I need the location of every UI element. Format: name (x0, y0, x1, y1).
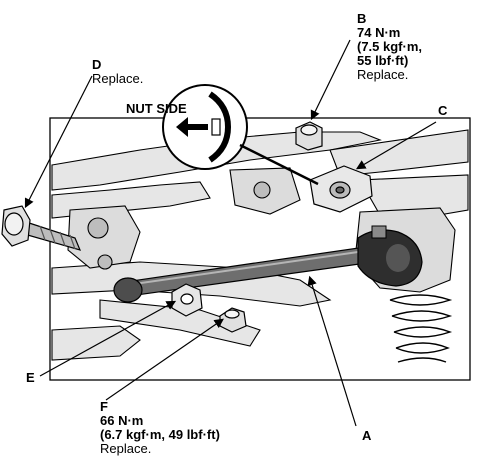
coil-spring (389, 294, 453, 363)
callout-c-letter: C (438, 103, 448, 118)
nut-side-inset (162, 84, 319, 186)
callout-b-torque-kgf: (7.5 kgf·m, (357, 39, 423, 54)
leader-a (307, 275, 357, 427)
callout-d-letter: D (92, 57, 102, 72)
callout-f-letter: F (100, 399, 108, 414)
callout-b: B 74 N·m (7.5 kgf·m, 55 lbf·ft) Replace. (357, 12, 422, 82)
leader-lines (24, 39, 437, 427)
leader-e (39, 300, 177, 377)
callout-b-letter: B (357, 11, 367, 26)
callout-a-letter: A (362, 428, 372, 443)
callout-f-torque: 66 N·m (100, 413, 144, 428)
callout-b-torque: 74 N·m (357, 25, 401, 40)
nut-c (309, 165, 373, 213)
bolt-b (295, 121, 323, 151)
nut-side-label: NUT SIDE (126, 101, 187, 116)
nut-e (171, 283, 203, 317)
callout-e: E (26, 371, 35, 385)
bolt-f (219, 307, 247, 333)
callout-c: C (438, 104, 447, 118)
callout-b-torque-lbf: 55 lbf·ft) (357, 53, 409, 68)
bolt-d (1, 205, 82, 251)
callout-f-action: Replace. (100, 441, 152, 456)
leader-c (355, 121, 437, 170)
callout-d-action: Replace. (92, 71, 144, 86)
callout-f: F 66 N·m (6.7 kgf·m, 49 lbf·ft) Replace. (100, 400, 220, 456)
leader-d (24, 75, 93, 209)
stabilizer-link (113, 225, 423, 303)
callout-b-action: Replace. (357, 67, 409, 82)
callout-d: D Replace. (92, 58, 143, 86)
callout-a: A (362, 429, 371, 443)
leader-b (310, 39, 351, 121)
callout-e-letter: E (26, 370, 35, 385)
callout-f-torque-kgf: (6.7 kgf·m, 49 lbf·ft) (100, 427, 220, 442)
leader-f (105, 318, 224, 401)
